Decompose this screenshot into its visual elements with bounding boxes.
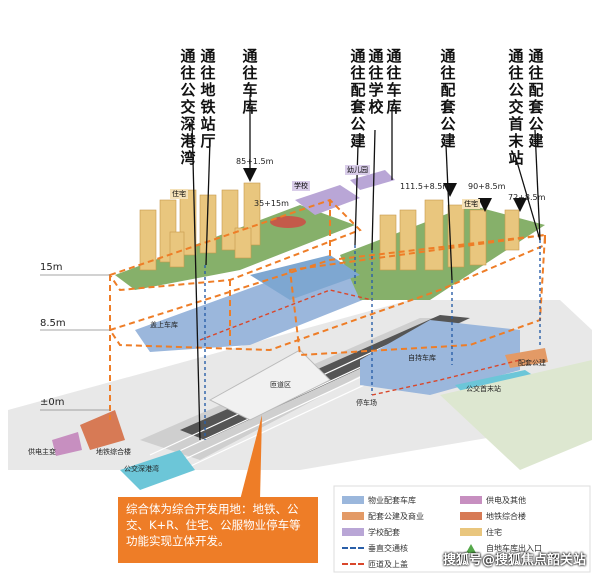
towers-left	[139, 182, 261, 271]
tag-bus-terminal: 公交首末站	[466, 385, 501, 393]
label-to-facilities-1: 通往配套公建	[350, 47, 366, 150]
legend-item-7: 自地车库出入口	[460, 542, 542, 554]
legend-item-8: 匝道及上盖	[342, 558, 408, 570]
height-4: 90+8.5m	[468, 182, 506, 191]
legend-label: 物业配套车库	[368, 495, 416, 505]
elevation-0m: ±0m	[40, 397, 65, 408]
height-1: 85+1.5m	[236, 157, 274, 166]
legend-swatch	[342, 563, 364, 565]
legend-label: 住宅	[486, 527, 502, 537]
tag-school: 学校	[292, 181, 310, 191]
label-to-bus: 通往公交首末站	[508, 47, 524, 167]
green-slope	[440, 360, 592, 470]
legend-label: 自地车库出入口	[486, 543, 542, 553]
legend-label: 供电及其他	[486, 495, 526, 505]
watermark: 搜狐号@搜狐焦点韶关站	[442, 553, 586, 568]
towers-right	[379, 199, 520, 271]
elevation-lines	[40, 274, 110, 411]
tag-metro-complex: 地铁综合楼	[96, 448, 131, 456]
tag-kindergarten: 幼儿园	[345, 165, 370, 175]
legend-item-3: 地铁综合楼	[460, 510, 526, 522]
legend-label: 配套公建及商业	[368, 511, 424, 521]
sz-bay-block	[120, 450, 195, 490]
tag-tunnel-ramp: 匝道区	[270, 381, 291, 389]
tag-housing-left: 住宅	[170, 189, 188, 199]
height-2: 35+15m	[254, 199, 289, 208]
elevation-85m: 8.5m	[40, 318, 66, 329]
label-to-school: 通往学校	[368, 47, 384, 116]
tag-sz-bay: 公交深港湾	[124, 465, 159, 473]
legend-label: 匝道及上盖	[368, 559, 408, 569]
callout-pointer	[240, 415, 262, 500]
legend-label: 垂直交通核	[368, 543, 408, 553]
callout-box: 综合体为综合开发用地：地铁、公交、K+R、住宅、公服物业停车等功能实现立体开发。	[118, 497, 318, 563]
tag-garage-right: 自持车库	[408, 354, 436, 362]
legend-item-6: 垂直交通核	[342, 542, 408, 554]
label-to-sz-bay: 通往公交深港湾	[180, 47, 196, 167]
legend-item-2: 配套公建及商业	[342, 510, 424, 522]
triangle-icon	[466, 543, 476, 553]
legend-label: 学校配套	[368, 527, 400, 537]
legend-swatch	[460, 512, 482, 520]
legend-label: 地铁综合楼	[486, 511, 526, 521]
supporting-building	[505, 348, 548, 368]
tag-garage-upper: 盖上车库	[150, 321, 178, 329]
tag-parking-lot: 停车场	[356, 399, 377, 407]
parking-lot	[208, 349, 331, 421]
tag-supply-station: 供电主变	[28, 448, 56, 456]
height-3: 111.5+8.5m	[400, 182, 451, 191]
label-to-garage-2: 通往车库	[386, 47, 402, 116]
elevation-15m: 15m	[40, 262, 63, 273]
legend: 物业配套车库 供电及其他 配套公建及商业 地铁综合楼 学校配套 住宅 垂直交通核…	[336, 488, 588, 570]
legend-item-0: 物业配套车库	[342, 494, 416, 506]
tag-supporting: 配套公建	[518, 359, 546, 367]
vertical-cores	[204, 240, 541, 440]
legend-swatch	[342, 496, 364, 504]
arrow-heads	[243, 168, 527, 212]
legend-swatch	[342, 528, 364, 536]
label-to-metro: 通往地铁站厅	[200, 47, 216, 150]
label-to-facilities-2: 通往配套公建	[440, 47, 456, 150]
label-to-facilities-3: 通往配套公建	[528, 47, 544, 150]
label-to-garage: 通往车库	[242, 47, 258, 116]
right-garage	[360, 320, 520, 395]
height-5: 72+8.5m	[508, 193, 546, 202]
legend-swatch	[460, 496, 482, 504]
legend-swatch	[342, 512, 364, 520]
legend-item-5: 住宅	[460, 526, 502, 538]
tag-housing-right: 住宅	[462, 199, 480, 209]
kindergarten-block	[350, 170, 395, 190]
legend-swatch	[460, 528, 482, 536]
legend-swatch	[342, 547, 364, 549]
leader-lines	[191, 95, 541, 441]
supply-block	[52, 432, 82, 456]
legend-item-1: 供电及其他	[460, 494, 526, 506]
legend-item-4: 学校配套	[342, 526, 400, 538]
sports-field	[270, 216, 306, 228]
ramp-lines	[199, 289, 521, 396]
water-area	[250, 255, 360, 300]
metro-complex-block	[80, 410, 125, 450]
